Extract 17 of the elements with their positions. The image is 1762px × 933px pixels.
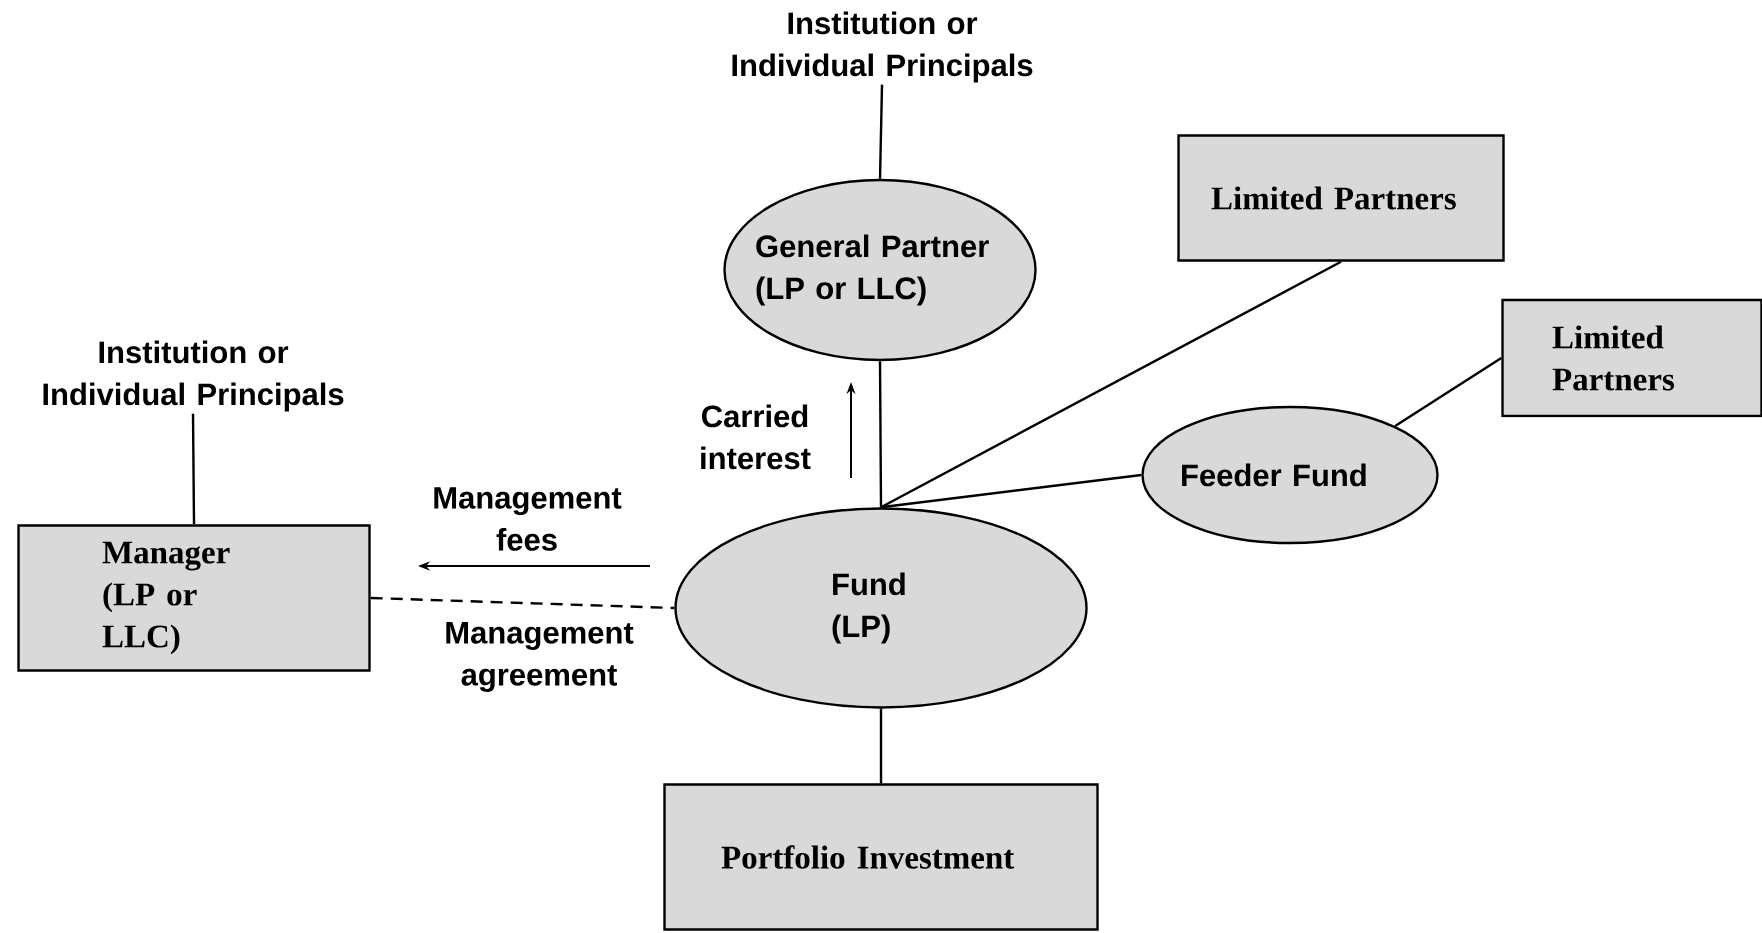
entity-box: Portfolio Investment [663, 783, 1099, 931]
principal-label: Institution or Individual Principals [732, 11, 1033, 83]
connector-line [1394, 357, 1502, 428]
principal-label: Institution or Individual Principals [43, 340, 344, 412]
connector-line [879, 708, 883, 784]
connector-line [878, 361, 883, 508]
connector-line [370, 596, 675, 610]
connector-line [878, 84, 884, 179]
flow-label: Carried interest [701, 404, 811, 470]
connector-line [880, 260, 1342, 509]
edge-label: Management agreement [438, 621, 640, 693]
flow-label: Management fees [434, 487, 622, 551]
entity-box: Manager (LP or LLC) [17, 524, 371, 672]
connector-line [191, 413, 196, 525]
connector-line [880, 473, 1142, 509]
entity-box: Limited Partners [1177, 134, 1505, 262]
entity-box: Limited Partners [1501, 298, 1762, 418]
